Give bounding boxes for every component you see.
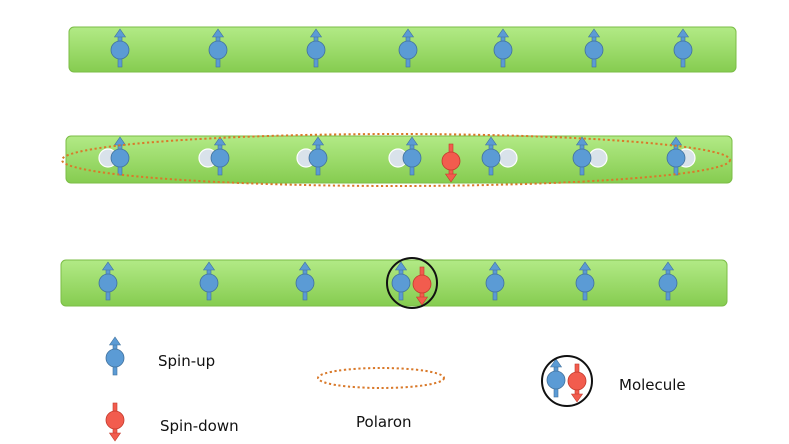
spin-up-site-7: [673, 28, 693, 68]
spin-down-legend-marker: [105, 402, 125, 442]
row-1-spins: [110, 28, 693, 68]
molecule-legend-spin-down: [567, 363, 587, 403]
spin-up-site-6: [572, 136, 592, 176]
spin-up-legend-marker: [105, 336, 125, 376]
row-3-spins: [98, 261, 678, 306]
spin-up-site-4: [402, 136, 422, 176]
chain-row-2: [61, 133, 733, 187]
spin-up-site-7: [666, 136, 686, 176]
polaron-cloud: [61, 133, 731, 187]
legend-molecule-label: Molecule: [619, 376, 686, 394]
spin-down-polaron: [441, 143, 461, 183]
spin-up-site-1: [110, 28, 130, 68]
molecule-icon: [546, 358, 587, 403]
legend-spin-down-label: Spin-down: [160, 417, 239, 435]
molecule-legend-ring: [541, 355, 593, 407]
displacement-shadow-6: [588, 148, 608, 168]
chain-row-1: [68, 26, 737, 73]
legend-polaron-label: Polaron: [356, 413, 412, 431]
spin-up-site-3: [295, 261, 315, 301]
spin-down-molecule: [412, 266, 432, 306]
spin-up-site-1: [110, 136, 130, 176]
spin-up-site-3: [306, 28, 326, 68]
legend: Spin-up Spin-down Polaron Molecule: [105, 336, 686, 442]
spin-up-molecule: [391, 261, 411, 301]
spin-up-site-5: [575, 261, 595, 301]
polaron-legend-icon: [317, 367, 445, 389]
spin-up-site-6: [584, 28, 604, 68]
molecule-legend-spin-up: [546, 358, 566, 398]
spin-up-site-2: [208, 28, 228, 68]
legend-spin-up-label: Spin-up: [158, 352, 215, 370]
spin-down-icon: [105, 402, 125, 442]
row-2-spins: [110, 136, 686, 183]
spin-up-site-4: [398, 28, 418, 68]
chain-row-3: [60, 257, 728, 309]
spin-up-site-5: [493, 28, 513, 68]
spin-up-site-5: [481, 136, 501, 176]
displacement-shadow-5: [498, 148, 518, 168]
spin-up-site-1: [98, 261, 118, 301]
spin-up-site-6: [658, 261, 678, 301]
molecule-ring-row-3: [386, 257, 438, 309]
spin-up-site-3: [308, 136, 328, 176]
spin-up-icon: [105, 336, 125, 376]
spin-up-site-2: [199, 261, 219, 301]
spin-up-site-4: [485, 261, 505, 301]
spin-up-site-2: [210, 136, 230, 176]
